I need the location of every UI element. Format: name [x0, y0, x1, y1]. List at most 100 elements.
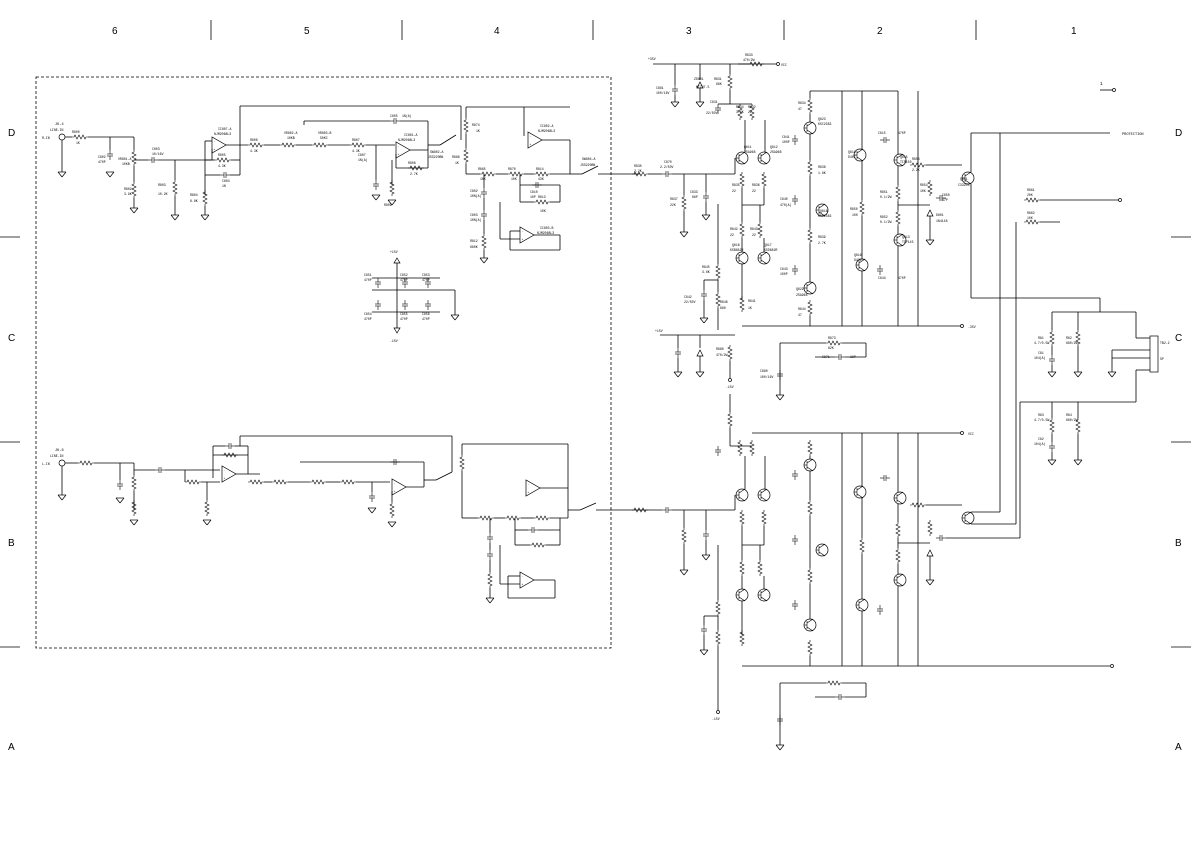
svg-text:C803: C803 — [152, 147, 160, 151]
zone-row-d-right: D — [1175, 128, 1183, 139]
svg-text:43K: 43K — [538, 177, 544, 181]
svg-text:C851: C851 — [364, 273, 372, 277]
svg-text:1.8K: 1.8K — [818, 171, 826, 175]
svg-text:10KB: 10KB — [287, 136, 295, 140]
svg-text:C841: C841 — [782, 135, 790, 139]
svg-text:SP: SP — [1160, 357, 1164, 361]
svg-text:R846: R846 — [720, 300, 728, 304]
svg-text:SW802-A: SW802-A — [430, 150, 443, 154]
svg-text:Q811: Q811 — [744, 145, 752, 149]
preamp-channel-l: JK-6 LINE-IN L-IN — [42, 435, 632, 604]
svg-text:680/2W: 680/2W — [1066, 418, 1078, 422]
svg-text:R888: R888 — [452, 155, 460, 159]
svg-text:10/16V: 10/16V — [152, 152, 164, 156]
svg-text:22/50V: 22/50V — [706, 111, 718, 115]
svg-text:22: 22 — [752, 233, 756, 237]
svg-text:C844: C844 — [878, 276, 886, 280]
power-amp-lower: VCC — [631, 133, 1114, 751]
svg-text:R839: R839 — [818, 235, 826, 239]
svg-text:104(A): 104(A) — [1034, 356, 1046, 360]
svg-text:C881: C881 — [656, 86, 664, 90]
svg-text:LINE-IN: LINE-IN — [50, 128, 63, 132]
svg-text:2.2/50V: 2.2/50V — [660, 165, 673, 169]
svg-text:Q815: Q815 — [900, 155, 908, 159]
svg-text:10K: 10K — [920, 189, 926, 193]
svg-text:R854: R854 — [920, 183, 928, 187]
svg-text:4.7/0.5W: 4.7/0.5W — [1034, 341, 1049, 345]
svg-text:R852: R852 — [880, 215, 888, 219]
zone-row-d-left: D — [8, 128, 16, 139]
svg-text:R802: R802 — [124, 187, 132, 191]
svg-text:1: 1 — [1100, 81, 1103, 87]
svg-text:R-IN: R-IN — [42, 136, 50, 140]
svg-text:TIP150: TIP150 — [900, 160, 912, 164]
svg-text:470P: 470P — [400, 278, 408, 282]
svg-text:KSB882R: KSB882R — [730, 248, 743, 252]
svg-text:2.7K: 2.7K — [818, 241, 826, 245]
svg-text:+15V: +15V — [655, 329, 663, 333]
svg-text:VR803-B: VR803-B — [318, 131, 331, 135]
zone-column-4: 4 — [494, 26, 500, 37]
svg-text:ZD801: ZD801 — [694, 77, 704, 81]
svg-text:4.7/0.5W: 4.7/0.5W — [1034, 418, 1049, 422]
svg-text:1N(A): 1N(A) — [402, 114, 412, 118]
svg-text:10K: 10K — [511, 177, 517, 181]
svg-text:R834: R834 — [736, 105, 744, 109]
svg-text:D43C: D43C — [854, 258, 862, 262]
svg-text:Q841: Q841 — [960, 177, 968, 181]
svg-text:470P: 470P — [364, 278, 372, 282]
svg-text:-15V: -15V — [390, 339, 398, 343]
svg-text:R836: R836 — [752, 183, 760, 187]
svg-text:10K: 10K — [540, 209, 546, 213]
svg-text:JK-4: JK-4 — [55, 123, 64, 127]
svg-text:C853: C853 — [422, 273, 430, 277]
svg-text:Q823: Q823 — [818, 117, 826, 121]
svg-text:100P: 100P — [780, 272, 788, 276]
svg-text:R800: R800 — [72, 130, 80, 134]
svg-text:R851: R851 — [880, 190, 888, 194]
svg-text:R853: R853 — [912, 157, 920, 161]
svg-text:NJM2068L3: NJM2068L3 — [537, 231, 554, 235]
svg-text:R830: R830 — [634, 164, 642, 168]
svg-text:100/16V: 100/16V — [656, 91, 669, 95]
svg-text:KSC2383: KSC2383 — [818, 214, 831, 218]
svg-text:470P: 470P — [98, 160, 106, 164]
svg-text:-15V: -15V — [726, 385, 734, 389]
svg-text:R870: R870 — [508, 167, 516, 171]
svg-text:R83: R83 — [1038, 413, 1044, 417]
svg-text:470(A): 470(A) — [780, 203, 792, 207]
svg-text:R805: R805 — [218, 153, 226, 157]
svg-text:22K: 22K — [670, 203, 676, 207]
svg-text:R84: R84 — [1066, 413, 1072, 417]
svg-text:-15V: -15V — [712, 717, 720, 721]
svg-text:100: 100 — [852, 213, 858, 217]
svg-text:680K: 680K — [470, 245, 478, 249]
svg-text:IC802-A: IC802-A — [540, 124, 553, 128]
svg-text:C855: C855 — [400, 312, 408, 316]
svg-text:22: 22 — [752, 189, 756, 193]
svg-text:2.2K: 2.2K — [912, 168, 920, 172]
svg-text:R842: R842 — [730, 227, 738, 231]
svg-text:R841: R841 — [748, 299, 756, 303]
preamp-boundary — [35, 76, 612, 649]
svg-text:NJM2068L3: NJM2068L3 — [214, 132, 231, 136]
svg-text:Q814: Q814 — [848, 150, 856, 154]
preamp-channel-r: JK-4 LINE-IN R-IN R800 1K C802 470P VR80… — [42, 105, 632, 264]
svg-text:1K: 1K — [76, 141, 80, 145]
svg-text:R880: R880 — [716, 347, 724, 351]
svg-text:C856: C856 — [422, 312, 430, 316]
power-amp-upper: R830 2.2K C870 2.2/50V R837 22K C833 68P… — [631, 53, 1144, 401]
svg-text:NJM2068L3: NJM2068L3 — [398, 138, 415, 142]
svg-text:2SA968: 2SA968 — [796, 293, 808, 297]
svg-text:IC803-B: IC803-B — [540, 226, 553, 230]
svg-text:Q813: Q813 — [902, 235, 910, 239]
svg-text:MTZJ7.5: MTZJ7.5 — [696, 85, 709, 89]
svg-text:R803: R803 — [158, 183, 166, 187]
svg-text:R861: R861 — [1027, 188, 1035, 192]
svg-text:VR802-A: VR802-A — [284, 131, 297, 135]
svg-text:100P: 100P — [782, 140, 790, 144]
svg-text:NJM2068L3: NJM2068L3 — [538, 129, 555, 133]
zone-column-5: 5 — [304, 26, 310, 37]
svg-text:470/2W: 470/2W — [743, 58, 755, 62]
